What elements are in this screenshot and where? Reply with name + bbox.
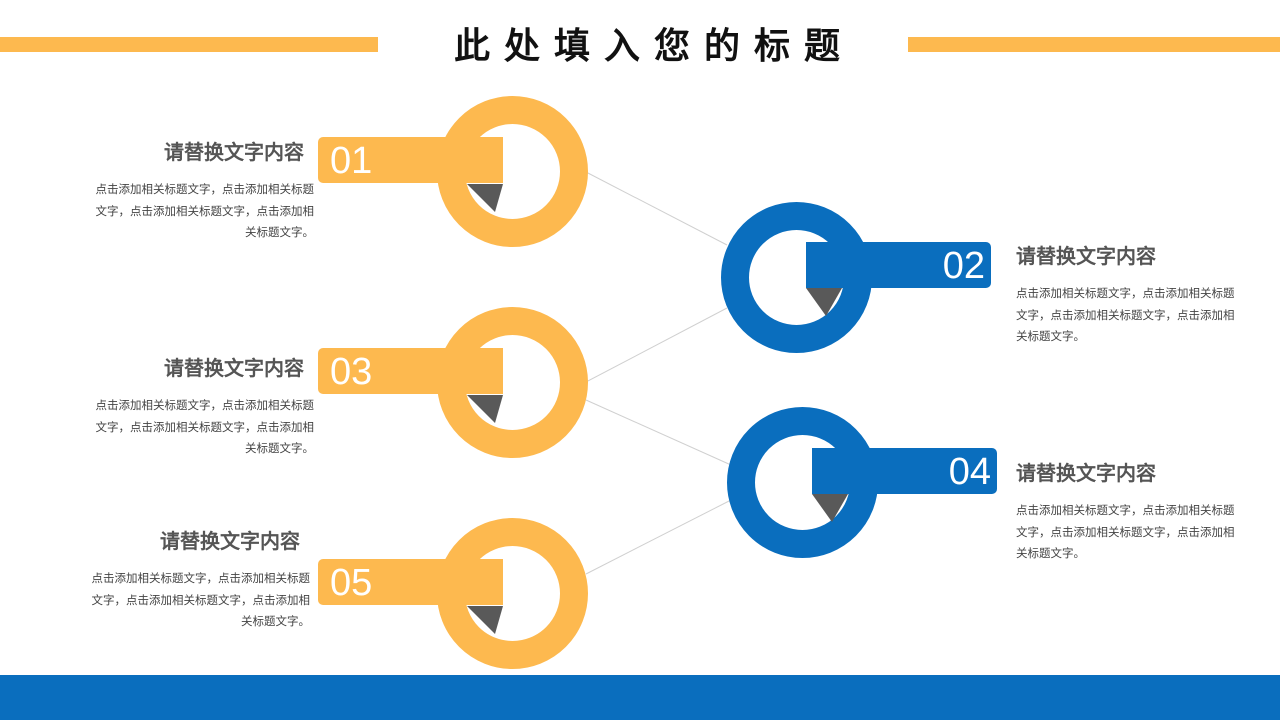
step-number-01: 01 [330,140,373,182]
description-01: 点击添加相关标题文字，点击添加相关标题文字，点击添加相关标题文字，点击添加相关标… [95,182,315,239]
number-tab-04: 04 [812,448,997,494]
step-number-05: 05 [330,562,373,604]
title-bar-right [908,37,1280,52]
heading-03: 请替换文字内容 [164,356,304,380]
heading-01: 请替换文字内容 [164,140,304,164]
description-02: 点击添加相关标题文字，点击添加相关标题文字，点击添加相关标题文字，点击添加相关标… [1016,286,1235,343]
heading-04: 请替换文字内容 [1016,461,1156,485]
number-tab-03: 03 [318,348,503,394]
connector-02-03 [585,307,728,383]
pointer-02-icon [806,288,842,316]
pointer-04-icon [812,494,848,522]
title-bar-left [0,37,378,52]
description-04: 点击添加相关标题文字，点击添加相关标题文字，点击添加相关标题文字，点击添加相关标… [1016,503,1235,560]
pointer-03-icon [467,395,503,423]
description-03: 点击添加相关标题文字，点击添加相关标题文字，点击添加相关标题文字，点击添加相关标… [95,398,315,455]
connector-03-04 [585,399,732,466]
step-number-04: 04 [948,451,991,493]
page-title: 此处填入您的标题 [453,25,854,67]
pointer-05-icon [467,606,503,634]
pointer-01-icon [467,184,503,212]
heading-02: 请替换文字内容 [1016,244,1156,268]
number-tab-01: 01 [318,137,503,183]
number-tab-05: 05 [318,559,503,605]
connector-01-02 [585,171,728,246]
step-number-02: 02 [942,245,985,287]
description-05: 点击添加相关标题文字，点击添加相关标题文字，点击添加相关标题文字，点击添加相关标… [91,571,311,628]
connector-04-05 [585,499,732,575]
footer-bar [0,675,1280,720]
heading-05: 请替换文字内容 [160,529,300,553]
step-number-03: 03 [330,351,373,393]
number-tab-02: 02 [806,242,991,288]
